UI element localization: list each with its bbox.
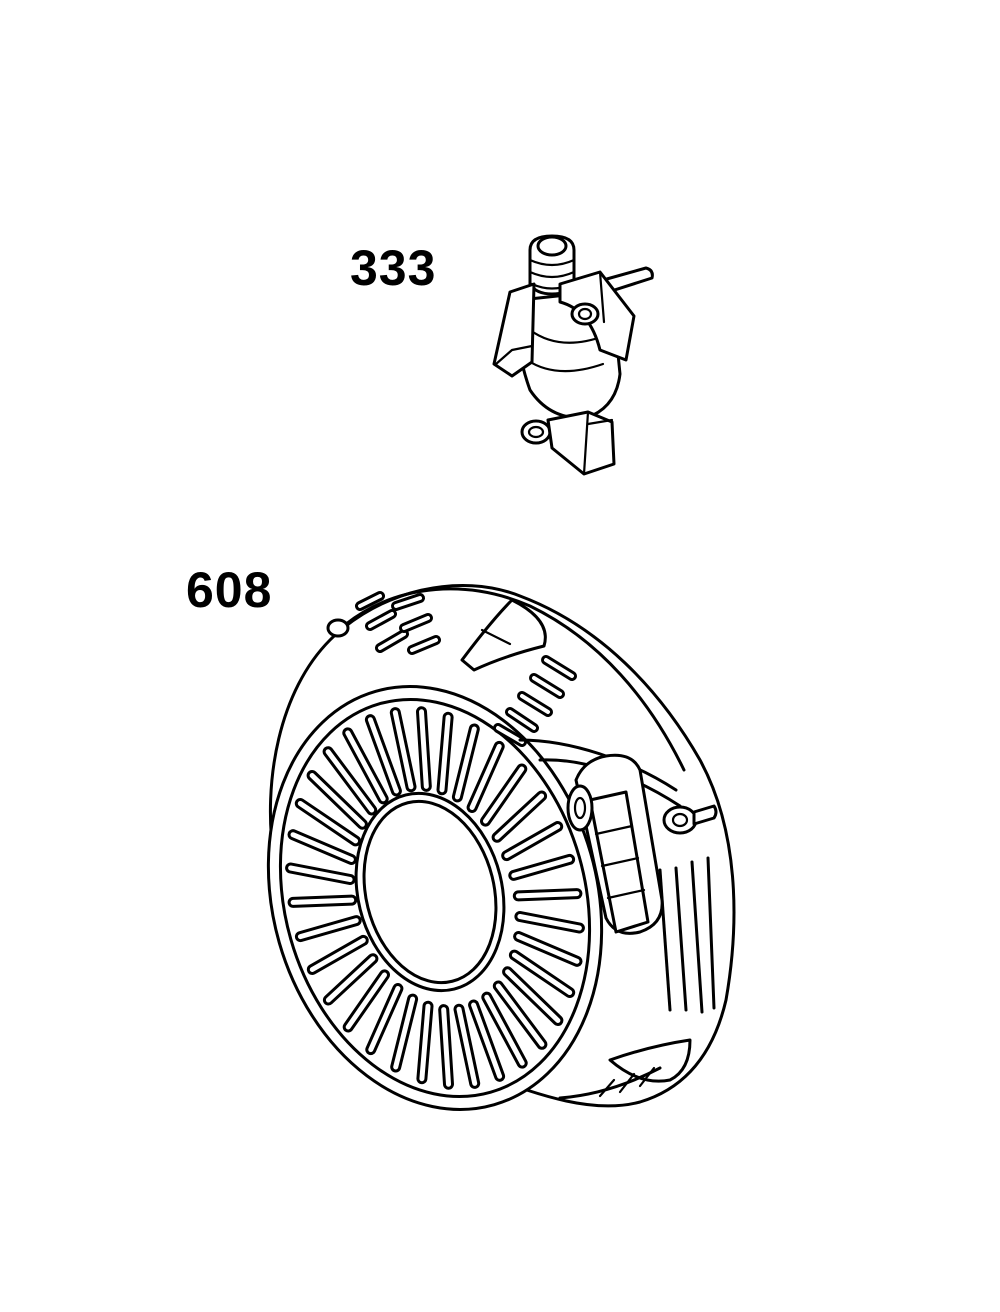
vent-slot-inner xyxy=(345,972,387,1030)
vent-slot-inner xyxy=(471,1002,503,1079)
top-vent-slot-inner xyxy=(402,616,430,630)
vent-slot-inner xyxy=(505,969,561,1023)
vent-slot-inner xyxy=(288,865,353,882)
vent-slot-inner xyxy=(504,824,561,859)
vent-slot-inner xyxy=(515,891,580,899)
vent-slot-inner xyxy=(297,801,359,844)
vent-slot-inner xyxy=(469,743,502,810)
vent-slot-inner xyxy=(309,937,366,972)
top-vent-slot-inner xyxy=(544,658,574,678)
vent-slot-inner xyxy=(483,766,525,824)
side-ribs xyxy=(658,856,716,1014)
vent-slot-inner xyxy=(367,717,399,794)
vent-slot-inner xyxy=(325,749,375,813)
top-vent-slot-inner xyxy=(532,676,562,696)
vent-slot-inner xyxy=(511,856,573,878)
vent-slot-inner xyxy=(517,914,582,931)
vent-slot-inner xyxy=(345,730,386,802)
vent-slot-inner xyxy=(290,897,355,905)
starter-handle xyxy=(566,753,664,935)
vent-slot-inner xyxy=(325,956,376,1003)
vent-slot-inner xyxy=(494,793,545,840)
vent-slot-inner xyxy=(368,986,401,1053)
top-vent-slot-inner xyxy=(508,710,536,730)
top-vent-slot-inner xyxy=(394,596,422,608)
vent-slot-inner xyxy=(456,1006,478,1086)
vent-slot-inner xyxy=(297,918,359,940)
vent-slot-inner xyxy=(439,714,451,793)
ignition-coil-icon xyxy=(492,234,654,476)
vent-slot-inner xyxy=(309,773,365,827)
vent-slot-inner xyxy=(511,952,573,995)
top-vent-slot-inner xyxy=(410,638,438,652)
vent-slot-inner xyxy=(290,832,354,862)
vent-slot-inner xyxy=(454,726,477,800)
top-vent-slot-inner xyxy=(378,632,406,650)
vent-slot-inner xyxy=(441,1007,451,1087)
vent-slot-inner xyxy=(516,934,580,964)
vent-slot-inner xyxy=(392,710,414,790)
top-vent-slot-inner xyxy=(496,726,524,744)
vent-slot-inner xyxy=(495,983,545,1047)
part-number-608-label: 608 xyxy=(186,562,273,618)
part-number-333-label: 333 xyxy=(350,240,437,296)
vent-slot-inner xyxy=(393,996,416,1070)
top-vent-slot-inner xyxy=(358,594,382,608)
top-vent-slot-inner xyxy=(520,694,550,714)
top-vent-slot-inner xyxy=(368,612,394,628)
vent-slot-inner xyxy=(484,994,525,1066)
recoil-starter-icon xyxy=(266,584,736,1111)
vent-slot-inner xyxy=(419,1003,431,1082)
vent-slot-inner xyxy=(419,709,429,789)
